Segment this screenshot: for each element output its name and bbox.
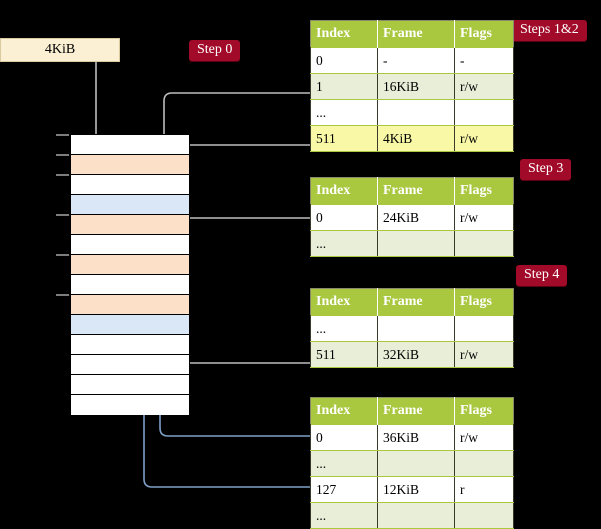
cell-frame	[377, 230, 455, 257]
cell-flags: r/w	[454, 424, 514, 451]
cell-frame	[377, 502, 455, 529]
wire-table4-row0	[159, 322, 310, 437]
memory-tick	[56, 254, 69, 256]
column-header-flags: Flags	[454, 177, 514, 205]
badge-step-3: Step 3	[520, 159, 572, 180]
column-header-frame: Frame	[377, 20, 455, 48]
memory-tick	[56, 154, 69, 156]
memory-tick	[56, 134, 69, 136]
cell-frame	[377, 99, 455, 126]
column-header-flags: Flags	[454, 20, 514, 48]
memory-frame-row	[71, 175, 189, 195]
cell-frame	[377, 450, 455, 477]
cell-index: 1	[310, 73, 378, 100]
memory-frame-row	[71, 355, 189, 375]
physical-memory-column	[70, 134, 190, 415]
column-header-frame: Frame	[377, 288, 455, 316]
column-header-index: Index	[310, 288, 378, 316]
cell-flags: r	[454, 476, 514, 503]
badge-step-4: Step 4	[516, 265, 568, 286]
memory-frame-row	[71, 295, 189, 315]
memory-frame-row	[71, 255, 189, 275]
cell-index: 511	[310, 341, 378, 368]
table-row: ...	[310, 99, 514, 126]
cell-flags: -	[454, 47, 514, 74]
cell-flags	[454, 99, 514, 126]
cell-index: 0	[310, 204, 378, 231]
column-header-frame: Frame	[377, 177, 455, 205]
memory-frame-row	[71, 375, 189, 395]
badge-steps-1-2: Steps 1&2	[512, 20, 587, 41]
cell-index: ...	[310, 315, 378, 342]
source-frame-box: 4KiB	[0, 38, 120, 62]
column-header-flags: Flags	[454, 288, 514, 316]
memory-frame-row	[71, 275, 189, 295]
column-header-frame: Frame	[377, 397, 455, 425]
cell-index: ...	[310, 502, 378, 529]
cell-flags	[454, 230, 514, 257]
cell-frame	[377, 315, 455, 342]
cell-frame: 32KiB	[377, 341, 455, 368]
memory-frame-row	[71, 195, 189, 215]
table-row: ...	[310, 315, 514, 342]
badge-step-0: Step 0	[189, 40, 241, 61]
cell-flags: r/w	[454, 341, 514, 368]
table-row: ...	[310, 230, 514, 257]
memory-frame-row	[71, 235, 189, 255]
cell-frame: 4KiB	[377, 125, 455, 152]
cell-flags: r/w	[454, 204, 514, 231]
cell-frame: 12KiB	[377, 476, 455, 503]
table-row: ...	[310, 502, 514, 529]
cell-index: ...	[310, 99, 378, 126]
cell-index: 0	[310, 424, 378, 451]
memory-frame-row	[71, 395, 189, 415]
cell-flags: r/w	[454, 125, 514, 152]
table-row: 0--	[310, 47, 514, 74]
cell-frame: 24KiB	[377, 204, 455, 231]
memory-frame-row	[71, 135, 189, 155]
memory-tick	[56, 214, 69, 216]
cell-index: ...	[310, 450, 378, 477]
wire-steps12-a	[163, 92, 480, 154]
memory-frame-row	[71, 215, 189, 235]
cell-index: ...	[310, 230, 378, 257]
memory-frame-row	[71, 315, 189, 335]
source-frame-label: 4KiB	[44, 42, 76, 57]
cell-frame: 16KiB	[377, 73, 455, 100]
column-header-index: Index	[310, 177, 378, 205]
cell-flags	[454, 450, 514, 477]
wire-table4-row127	[143, 204, 310, 488]
memory-tick	[56, 174, 69, 176]
column-header-index: Index	[310, 20, 378, 48]
memory-frame-row	[71, 155, 189, 175]
column-header-index: Index	[310, 397, 378, 425]
memory-tick	[56, 294, 69, 296]
cell-frame: -	[377, 47, 455, 74]
cell-flags	[454, 502, 514, 529]
memory-frame-row	[71, 335, 189, 355]
column-header-flags: Flags	[454, 397, 514, 425]
cell-flags	[454, 315, 514, 342]
cell-index: 0	[310, 47, 378, 74]
cell-index: 511	[310, 125, 378, 152]
cell-flags: r/w	[454, 73, 514, 100]
cell-frame: 36KiB	[377, 424, 455, 451]
table-row: ...	[310, 450, 514, 477]
cell-index: 127	[310, 476, 378, 503]
